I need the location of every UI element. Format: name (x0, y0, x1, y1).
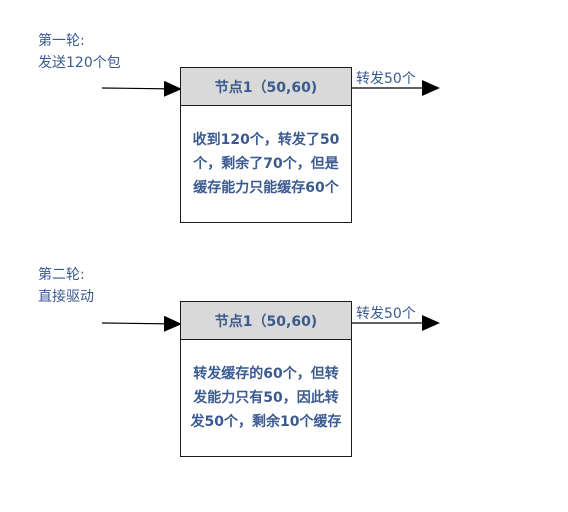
round2-node-box: 节点1（50,60) 转发缓存的60个，但转 发能力只有50，因此转 发50个，… (180, 301, 352, 457)
round2-body-line: 转发缓存的60个，但转 (193, 366, 339, 382)
round2-body-line: 发能力只有50，因此转 (193, 390, 339, 406)
round2-output-label: 转发50个 (356, 306, 416, 322)
round1-body-line: 个，剩余了70个，但是 (193, 156, 339, 172)
round1-input-label: 发送120个包 (38, 55, 121, 71)
round2-input-label: 直接驱动 (38, 289, 94, 305)
round1-body-line: 收到120个，转发了50 (192, 132, 340, 148)
round2-body-line: 发50个，剩余10个缓存 (190, 414, 342, 430)
round1-input-arrow (101, 80, 182, 97)
round2-node-title: 节点1（50,60) (181, 302, 351, 340)
round1-title: 第一轮: (38, 33, 85, 49)
round1-node-box: 节点1（50,60) 收到120个，转发了50 个，剩余了70个，但是 缓存能力… (180, 67, 352, 223)
round2-input-arrow (101, 315, 182, 332)
round1-node-body: 收到120个，转发了50 个，剩余了70个，但是 缓存能力只能缓存60个 (181, 106, 351, 222)
round1-output-label: 转发50个 (356, 71, 416, 87)
round2-node-body: 转发缓存的60个，但转 发能力只有50，因此转 发50个，剩余10个缓存 (181, 340, 351, 456)
round1-node-title: 节点1（50,60) (181, 68, 351, 106)
round1-body-line: 缓存能力只能缓存60个 (193, 180, 339, 196)
round2-title: 第二轮: (38, 267, 85, 283)
